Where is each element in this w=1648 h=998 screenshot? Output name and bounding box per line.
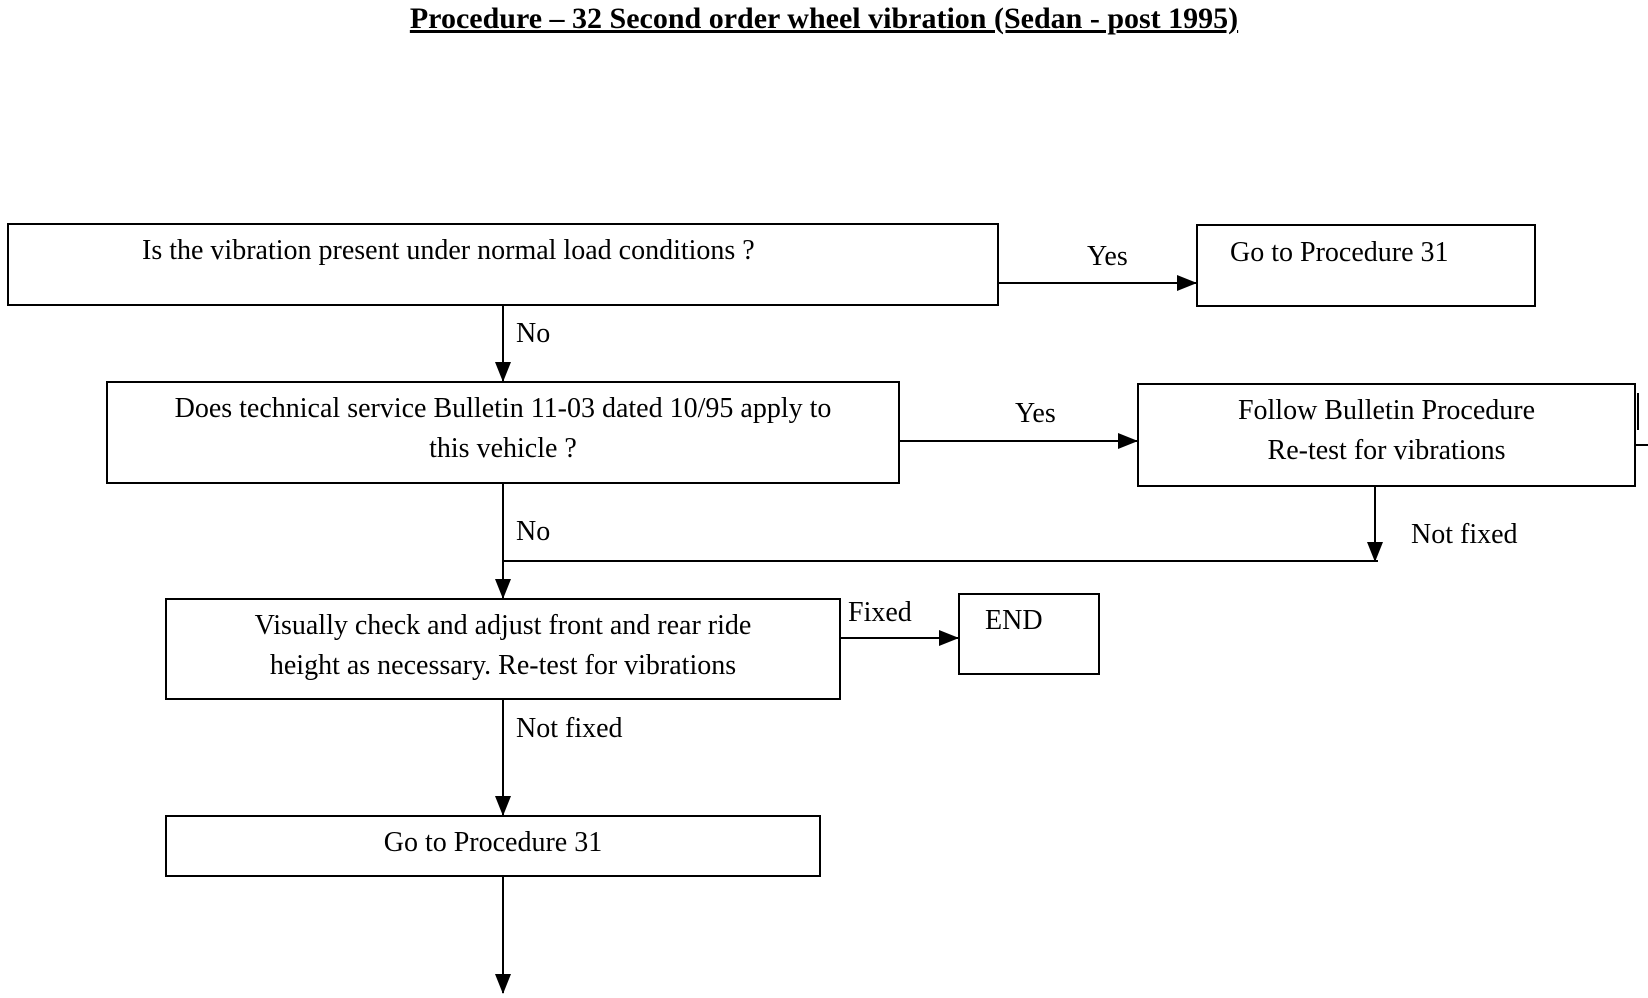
goto-procedure-31-top-box: Go to Procedure 31 [1196,224,1536,307]
question-normal-load-text: Is the vibration present under normal lo… [142,235,755,266]
follow-bulletin-box: Follow Bulletin Procedure Re-test for vi… [1137,383,1636,487]
goto-procedure-31-top-text: Go to Procedure 31 [1230,237,1449,268]
ride-height-check-line1: Visually check and adjust front and rear… [254,610,752,641]
edge-label-bulletin-not-fixed: Not fixed [1411,519,1518,550]
follow-bulletin-line2: Re-test for vibrations [1267,435,1506,466]
follow-bulletin-line1: Follow Bulletin Procedure [1237,395,1536,426]
question-bulletin-box: Does technical service Bulletin 11-03 da… [106,381,900,484]
edge-label-q1-yes: Yes [1087,241,1128,272]
edge-label-check-fixed: Fixed [848,597,912,628]
goto-procedure-31-bottom-box: Go to Procedure 31 [165,815,821,877]
end-text: END [985,605,1043,636]
ride-height-check-line2: height as necessary. Re-test for vibrati… [269,650,737,681]
question-bulletin-line1: Does technical service Bulletin 11-03 da… [174,393,832,424]
end-box: END [958,593,1100,675]
edge-label-q2-yes: Yes [1015,398,1056,429]
question-bulletin-line2: this vehicle ? [429,433,577,464]
edge-label-check-not-fixed: Not fixed [516,713,623,744]
ride-height-check-box: Visually check and adjust front and rear… [165,598,841,700]
question-normal-load-box: Is the vibration present under normal lo… [7,223,999,306]
goto-procedure-31-bottom-text: Go to Procedure 31 [383,827,603,858]
edge-label-q2-no: No [516,516,551,547]
edge-label-q1-no: No [516,318,551,349]
page-title: Procedure – 32 Second order wheel vibrat… [409,2,1239,35]
